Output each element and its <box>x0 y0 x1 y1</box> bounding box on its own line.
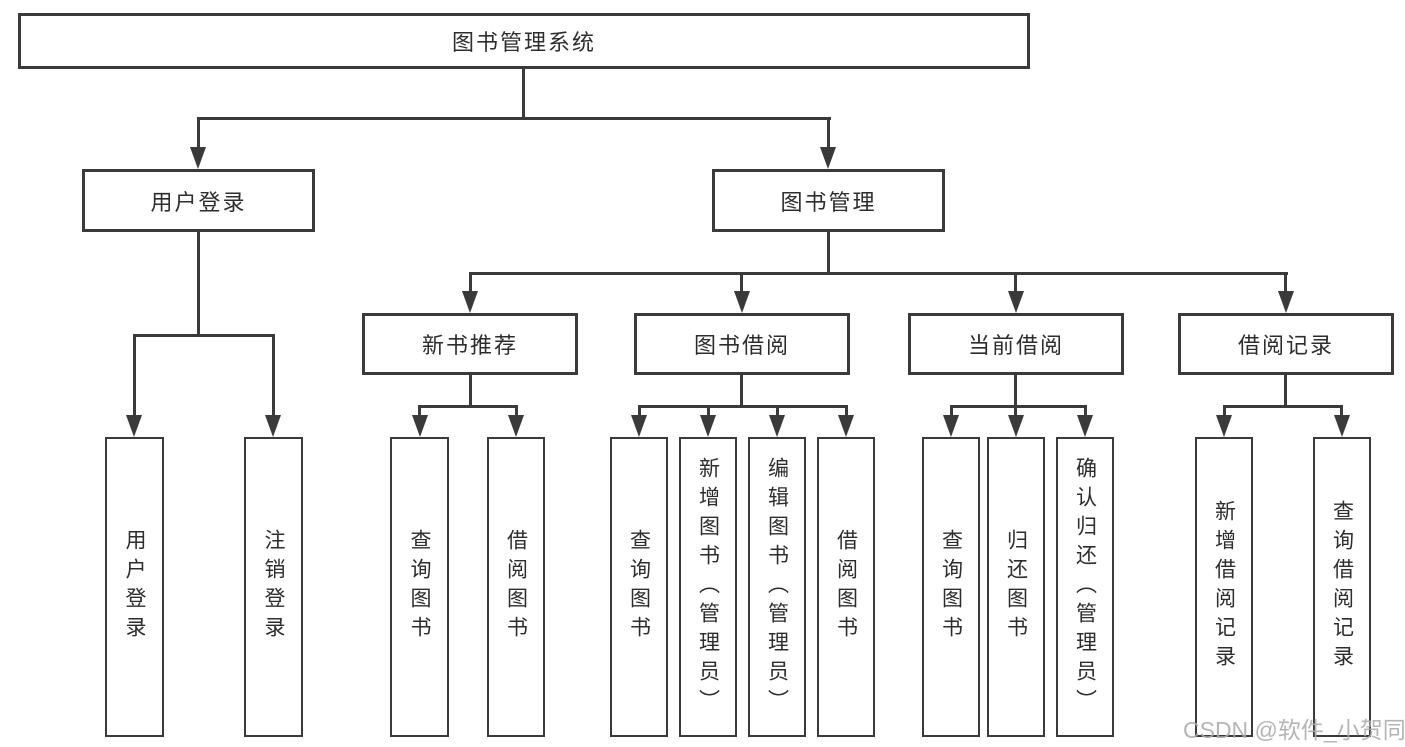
connector-line <box>418 405 421 419</box>
connector-line <box>1340 405 1343 419</box>
leaf-return-book: 归还图书 <box>987 437 1045 737</box>
connector-line <box>133 334 136 419</box>
arrow-down-icon <box>190 147 206 169</box>
connector-line <box>638 405 641 419</box>
connector-line <box>1223 405 1226 419</box>
connector-line <box>469 272 472 294</box>
leaf-confirm-return-admin: 确认归还（管理员） <box>1056 437 1114 737</box>
leaf-borrow-books-recommend: 借阅图书 <box>487 437 545 737</box>
arrow-down-icon <box>265 415 281 437</box>
node-current-borrowing: 当前借阅 <box>908 313 1124 375</box>
arrow-down-icon <box>1278 291 1294 313</box>
arrow-down-icon <box>1008 291 1024 313</box>
connector-line <box>776 405 779 419</box>
connector-line <box>740 375 743 407</box>
connector-line <box>638 405 848 408</box>
leaf-query-books-recommend: 查询图书 <box>390 437 449 737</box>
node-user-login: 用户登录 <box>82 169 315 232</box>
connector-line <box>515 405 518 419</box>
connector-line <box>1284 375 1287 407</box>
connector-line <box>1014 272 1017 294</box>
connector-line <box>707 405 710 419</box>
arrow-down-icon <box>734 291 750 313</box>
arrow-down-icon <box>1077 415 1093 437</box>
arrow-down-icon <box>462 291 478 313</box>
leaf-query-books-borrowing: 查询图书 <box>610 437 668 737</box>
arrow-down-icon <box>769 415 785 437</box>
connector-line <box>950 405 1087 408</box>
connector-line <box>272 334 275 419</box>
arrow-down-icon <box>943 415 959 437</box>
leaf-query-borrow-record: 查询借阅记录 <box>1313 437 1371 737</box>
arrow-down-icon <box>838 415 854 437</box>
connector-line <box>1014 405 1017 419</box>
connector-line <box>845 405 848 419</box>
connector-line <box>418 405 518 408</box>
arrow-down-icon <box>631 415 647 437</box>
watermark: CSDN @软件_小贺同学 <box>1183 717 1405 743</box>
connector-line <box>197 117 831 120</box>
connector-line <box>469 375 472 407</box>
leaf-logout: 注销登录 <box>244 437 303 737</box>
arrow-down-icon <box>820 147 836 169</box>
leaf-user-login: 用户登录 <box>105 437 164 737</box>
connector-line <box>1223 405 1343 408</box>
arrow-down-icon <box>700 415 716 437</box>
arrow-down-icon <box>126 415 142 437</box>
node-library-system: 图书管理系统 <box>18 13 1030 69</box>
node-book-borrowing: 图书借阅 <box>634 313 850 375</box>
connector-line <box>469 272 1288 275</box>
connector-line <box>827 117 830 150</box>
arrow-down-icon <box>412 415 428 437</box>
connector-line <box>1284 272 1287 294</box>
connector-line <box>133 334 275 337</box>
arrow-down-icon <box>508 415 524 437</box>
leaf-edit-book-admin: 编辑图书（管理员） <box>748 437 806 737</box>
connector-line <box>1014 375 1017 407</box>
leaf-add-book-admin: 新增图书（管理员） <box>679 437 737 737</box>
node-new-book-recommend: 新书推荐 <box>362 313 578 375</box>
connector-line <box>522 69 525 119</box>
connector-line <box>827 232 830 274</box>
leaf-query-books-current: 查询图书 <box>922 437 980 737</box>
leaf-borrow-books-borrowing: 借阅图书 <box>817 437 875 737</box>
arrow-down-icon <box>1334 415 1350 437</box>
connector-line <box>197 232 200 336</box>
connector-line <box>950 405 953 419</box>
arrow-down-icon <box>1216 415 1232 437</box>
arrow-down-icon <box>1008 415 1024 437</box>
leaf-add-borrow-record: 新增借阅记录 <box>1195 437 1253 737</box>
node-borrowing-records: 借阅记录 <box>1178 313 1394 375</box>
node-book-management: 图书管理 <box>712 169 945 232</box>
connector-line <box>1084 405 1087 419</box>
connector-line <box>740 272 743 294</box>
connector-line <box>197 117 200 150</box>
